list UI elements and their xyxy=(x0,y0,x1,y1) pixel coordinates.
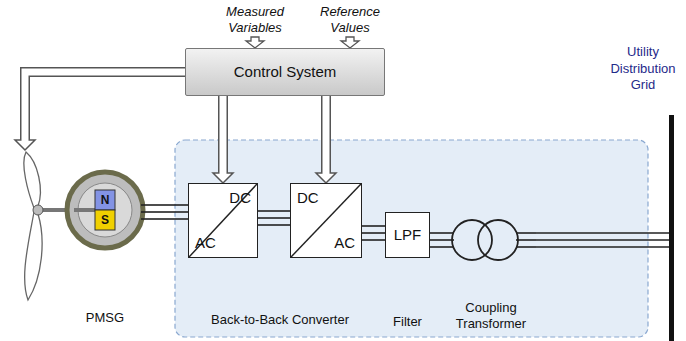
transformer-winding xyxy=(452,220,492,260)
phase-wire xyxy=(516,239,536,241)
arrow-fill xyxy=(220,96,227,176)
turbine-blade xyxy=(24,152,40,208)
generator-illustration xyxy=(8,150,165,330)
generator-node: NS PMSG xyxy=(8,150,165,330)
grid-label: Utility Distribution Grid xyxy=(603,44,683,93)
diagonal-line xyxy=(291,184,361,257)
component-label: Coupling Transformer xyxy=(446,300,536,331)
converter-label: AC xyxy=(195,234,216,252)
phase-wire xyxy=(165,218,188,220)
arrow-fill xyxy=(323,96,330,176)
box-label: LPF xyxy=(394,226,422,244)
filter-box: LPFFilter xyxy=(385,212,430,258)
control-arrow xyxy=(316,96,336,183)
phase-wire xyxy=(516,246,536,248)
converter-label: DC xyxy=(297,189,319,207)
phase-wire xyxy=(165,211,188,213)
phase-wire xyxy=(536,246,669,248)
input-label: Measured Variables xyxy=(210,4,300,35)
control-arrow xyxy=(15,72,185,150)
phase-wire xyxy=(516,232,536,234)
three-phase-line xyxy=(258,211,290,225)
converter-box: DC AC xyxy=(188,183,258,258)
input-arrow xyxy=(341,37,359,48)
converter-label: AC xyxy=(334,234,355,252)
diagonal-line xyxy=(189,184,257,257)
converter-box: DC AC xyxy=(290,183,362,258)
arrow-fill xyxy=(25,72,185,143)
rotor-shaft xyxy=(74,208,95,212)
phase-wire xyxy=(165,204,188,206)
magnet-north xyxy=(95,190,115,210)
input-label: Reference Values xyxy=(305,4,395,35)
grid-bus: Utility Distribution Grid xyxy=(669,115,674,341)
phase-wire xyxy=(536,232,669,234)
control-box: Control System xyxy=(185,48,385,96)
three-phase-line xyxy=(430,233,446,247)
converter-region xyxy=(175,140,648,337)
phase-wire xyxy=(362,239,385,241)
component-label: PMSG xyxy=(65,310,145,326)
phase-wire xyxy=(362,225,385,227)
pole-label: S xyxy=(95,210,115,230)
box-label: Control System xyxy=(234,63,337,81)
transformer-winding xyxy=(478,220,518,260)
three-phase-line xyxy=(536,233,669,247)
turbine-hub xyxy=(33,205,43,215)
component-label: Filter xyxy=(346,314,469,330)
phase-wire xyxy=(258,217,290,219)
control-arrow xyxy=(213,96,233,183)
phase-wire xyxy=(141,218,165,220)
phase-wire xyxy=(430,239,446,241)
phase-wire xyxy=(258,210,290,212)
phase-wire xyxy=(141,211,165,213)
phase-wire xyxy=(430,246,446,248)
group-label: Back-to-Back Converter xyxy=(175,312,385,328)
input-arrow xyxy=(246,37,264,48)
arrow-outline xyxy=(25,72,185,140)
magnet-south xyxy=(95,210,115,230)
three-phase-line xyxy=(362,226,385,240)
phase-wire xyxy=(258,224,290,226)
converter-label: DC xyxy=(229,189,251,207)
phase-wire xyxy=(536,239,669,241)
pole-label: N xyxy=(95,190,115,210)
phase-wire xyxy=(362,232,385,234)
generator-stator xyxy=(67,172,143,248)
three-phase-line xyxy=(165,205,188,219)
phase-wire xyxy=(141,204,165,206)
phase-wire xyxy=(430,232,446,234)
turbine-blade xyxy=(25,212,42,300)
transformer-node: Coupling Transformer xyxy=(446,216,536,332)
